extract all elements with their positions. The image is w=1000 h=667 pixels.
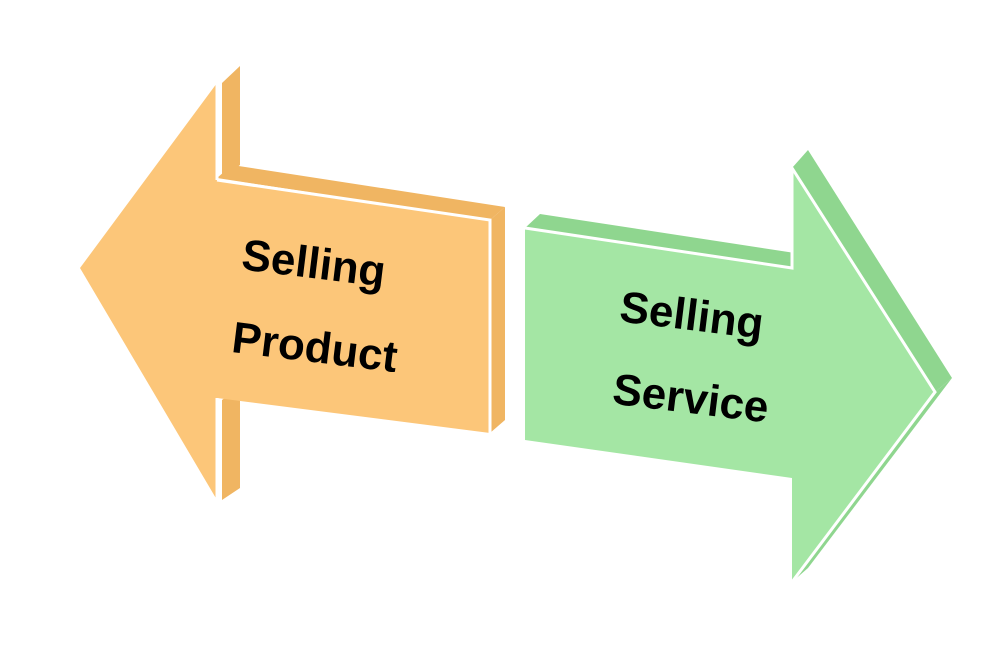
right-arrow-head-top-bevel: [792, 150, 952, 392]
left-arrow-end-bevel: [490, 207, 505, 433]
left-arrow-face: [80, 83, 490, 500]
left-arrow: Selling Product: [80, 66, 505, 500]
right-arrow-face: [525, 168, 935, 582]
left-arrow-top-bevel: [217, 165, 505, 220]
right-arrow-top-bevel: [525, 214, 808, 268]
right-arrow: Selling Service: [524, 150, 952, 583]
right-arrow-edge: [524, 162, 937, 583]
left-arrow-edge: [216, 178, 492, 433]
left-arrow-head-back: [222, 66, 240, 178]
left-arrow-head-back-lower: [222, 387, 240, 500]
